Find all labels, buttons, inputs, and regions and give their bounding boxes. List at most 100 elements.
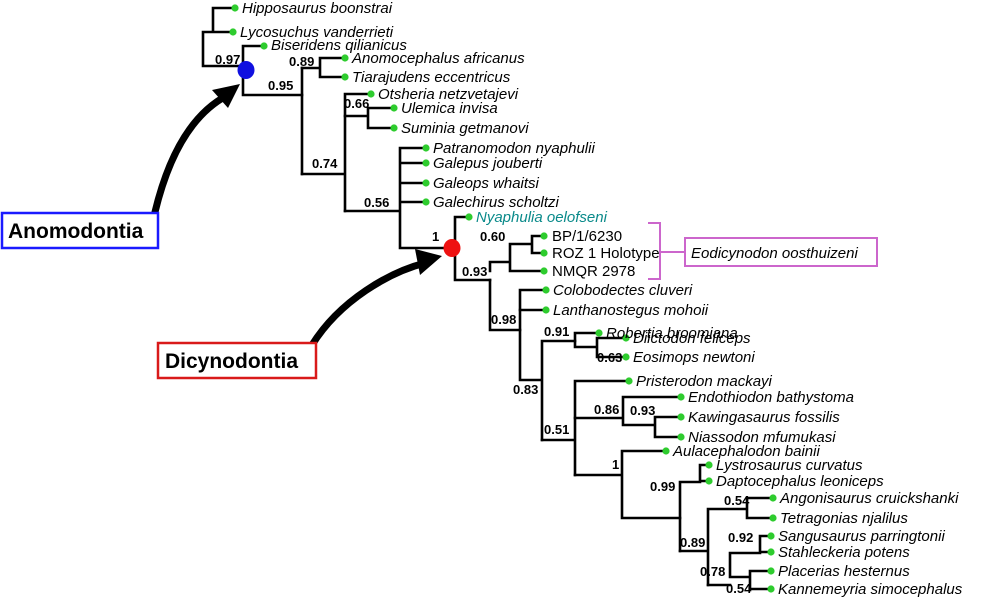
support-value: 0.86 <box>594 402 619 417</box>
taxon-label: Ulemica invisa <box>401 100 498 117</box>
tip-dot <box>767 567 775 575</box>
dicynodontia-arrowhead <box>415 249 442 275</box>
dicynodontia-label: Dicynodontia <box>165 350 298 373</box>
support-value: 0.99 <box>650 479 675 494</box>
taxon-label: Anomocephalus africanus <box>351 50 525 67</box>
tip-dot <box>390 104 398 112</box>
eodicynodon-bracket <box>648 222 685 280</box>
taxon-label: Suminia getmanovi <box>401 120 529 137</box>
dicynodontia-box <box>156 341 318 380</box>
support-value: 0.51 <box>544 422 569 437</box>
tip-dot <box>769 514 777 522</box>
taxon-label: Galepus jouberti <box>433 155 543 172</box>
specimen-label: BP/1/6230 <box>552 228 622 245</box>
taxon-label: Pristerodon mackayi <box>636 373 773 390</box>
support-value: 0.74 <box>312 156 338 171</box>
taxon-label: Otsheria netzvetajevi <box>378 86 519 103</box>
taxon-label: Aulacephalodon bainii <box>672 443 820 460</box>
dicynodontia-arrow <box>308 259 429 349</box>
taxon-label: Lystrosaurus curvatus <box>716 457 863 474</box>
tip-dot <box>767 585 775 593</box>
tip-dot <box>767 532 775 540</box>
support-value: 0.95 <box>268 78 293 93</box>
taxon-label: Lycosuchus vanderrieti <box>240 24 394 41</box>
support-value: 0.83 <box>513 382 538 397</box>
tip-dot <box>540 249 548 257</box>
taxon-label-highlight: Nyaphulia oelofseni <box>476 209 608 226</box>
taxon-label: Colobodectes cluveri <box>553 282 693 299</box>
tip-dot <box>662 447 670 455</box>
tip-dot <box>595 329 603 337</box>
specimen-label: ROZ 1 Holotype <box>552 245 660 262</box>
clade-arrows <box>151 84 442 349</box>
support-value: 0.89 <box>289 54 314 69</box>
anomodontia-arrow <box>151 91 232 216</box>
tip-dot <box>341 54 349 62</box>
tip-dot <box>677 413 685 421</box>
support-value: 0.98 <box>491 312 516 327</box>
tip-markers <box>229 4 777 593</box>
tip-dot <box>540 267 548 275</box>
support-value: 0.60 <box>480 229 505 244</box>
tip-dot <box>542 306 550 314</box>
eodicynodon-box <box>684 237 878 267</box>
support-value: 0.78 <box>700 564 725 579</box>
tip-dot <box>540 232 548 240</box>
taxon-label: Stahleckeria potens <box>778 544 910 561</box>
anomodontia-label: Anomodontia <box>8 220 144 243</box>
support-value: 1 <box>612 457 619 472</box>
taxon-label: Lanthanostegus mohoii <box>553 302 709 319</box>
anomodontia-box <box>0 211 160 250</box>
taxon-label: Sangusaurus parringtonii <box>778 528 945 545</box>
taxon-label: Hipposaurus boonstrai <box>242 0 393 17</box>
support-value: 0.89 <box>680 535 705 550</box>
support-value: 0.54 <box>726 581 752 596</box>
taxon-labels: Hipposaurus boonstrai Lycosuchus vanderr… <box>240 0 963 597</box>
support-value: 0.92 <box>728 530 753 545</box>
tip-dot <box>625 377 633 385</box>
support-value: 0.56 <box>364 195 389 210</box>
support-value: 0.93 <box>630 403 655 418</box>
tip-dot <box>367 90 375 98</box>
support-value: 1 <box>432 229 439 244</box>
tip-dot <box>260 42 268 50</box>
tip-dot <box>622 334 630 342</box>
support-value: 0.93 <box>462 264 487 279</box>
tip-dot <box>542 286 550 294</box>
taxon-label: Diictodon feliceps <box>633 330 751 347</box>
tip-dot <box>422 144 430 152</box>
taxon-label: Robertia broomiana <box>606 325 738 342</box>
taxon-label: Niassodon mfumukasi <box>688 429 836 446</box>
anomodontia-node-marker <box>237 61 255 79</box>
tip-dot <box>229 28 237 36</box>
tip-dot <box>422 159 430 167</box>
taxon-label: Kawingasaurus fossilis <box>688 409 840 426</box>
support-value: 0.54 <box>724 493 750 508</box>
support-value: 0.91 <box>544 324 569 339</box>
taxon-label: Kannemeyria simocephalus <box>778 581 963 597</box>
tip-dot <box>622 353 630 361</box>
tip-dot <box>231 4 239 12</box>
anomodontia-arrowhead <box>212 84 240 108</box>
support-value: 0.97 <box>215 52 240 67</box>
taxon-label: Galeops whaitsi <box>433 175 540 192</box>
tip-dot <box>465 213 473 221</box>
support-values: 0.97 0.95 0.89 0.66 0.74 0.56 1 0.60 0.9… <box>215 52 753 596</box>
tip-dot <box>390 124 398 132</box>
taxon-label: Placerias hesternus <box>778 563 910 580</box>
tip-dot <box>705 477 713 485</box>
tip-dot <box>422 198 430 206</box>
taxon-label: Endothiodon bathystoma <box>688 389 854 406</box>
taxon-label: Tiarajudens eccentricus <box>352 69 511 86</box>
taxon-label: Patranomodon nyaphulii <box>433 140 595 157</box>
dicynodontia-node-marker <box>443 239 461 257</box>
taxon-label: Biseridens qilianicus <box>271 37 407 54</box>
tip-dot <box>705 461 713 469</box>
taxon-label: Eosimops newtoni <box>633 349 755 366</box>
support-value: 0.66 <box>344 96 369 111</box>
eodicynodon-label: Eodicynodon oosthuizeni <box>691 245 858 262</box>
tip-dot <box>677 433 685 441</box>
taxon-label: Galechirus scholtzi <box>433 194 560 211</box>
tip-dot <box>677 393 685 401</box>
